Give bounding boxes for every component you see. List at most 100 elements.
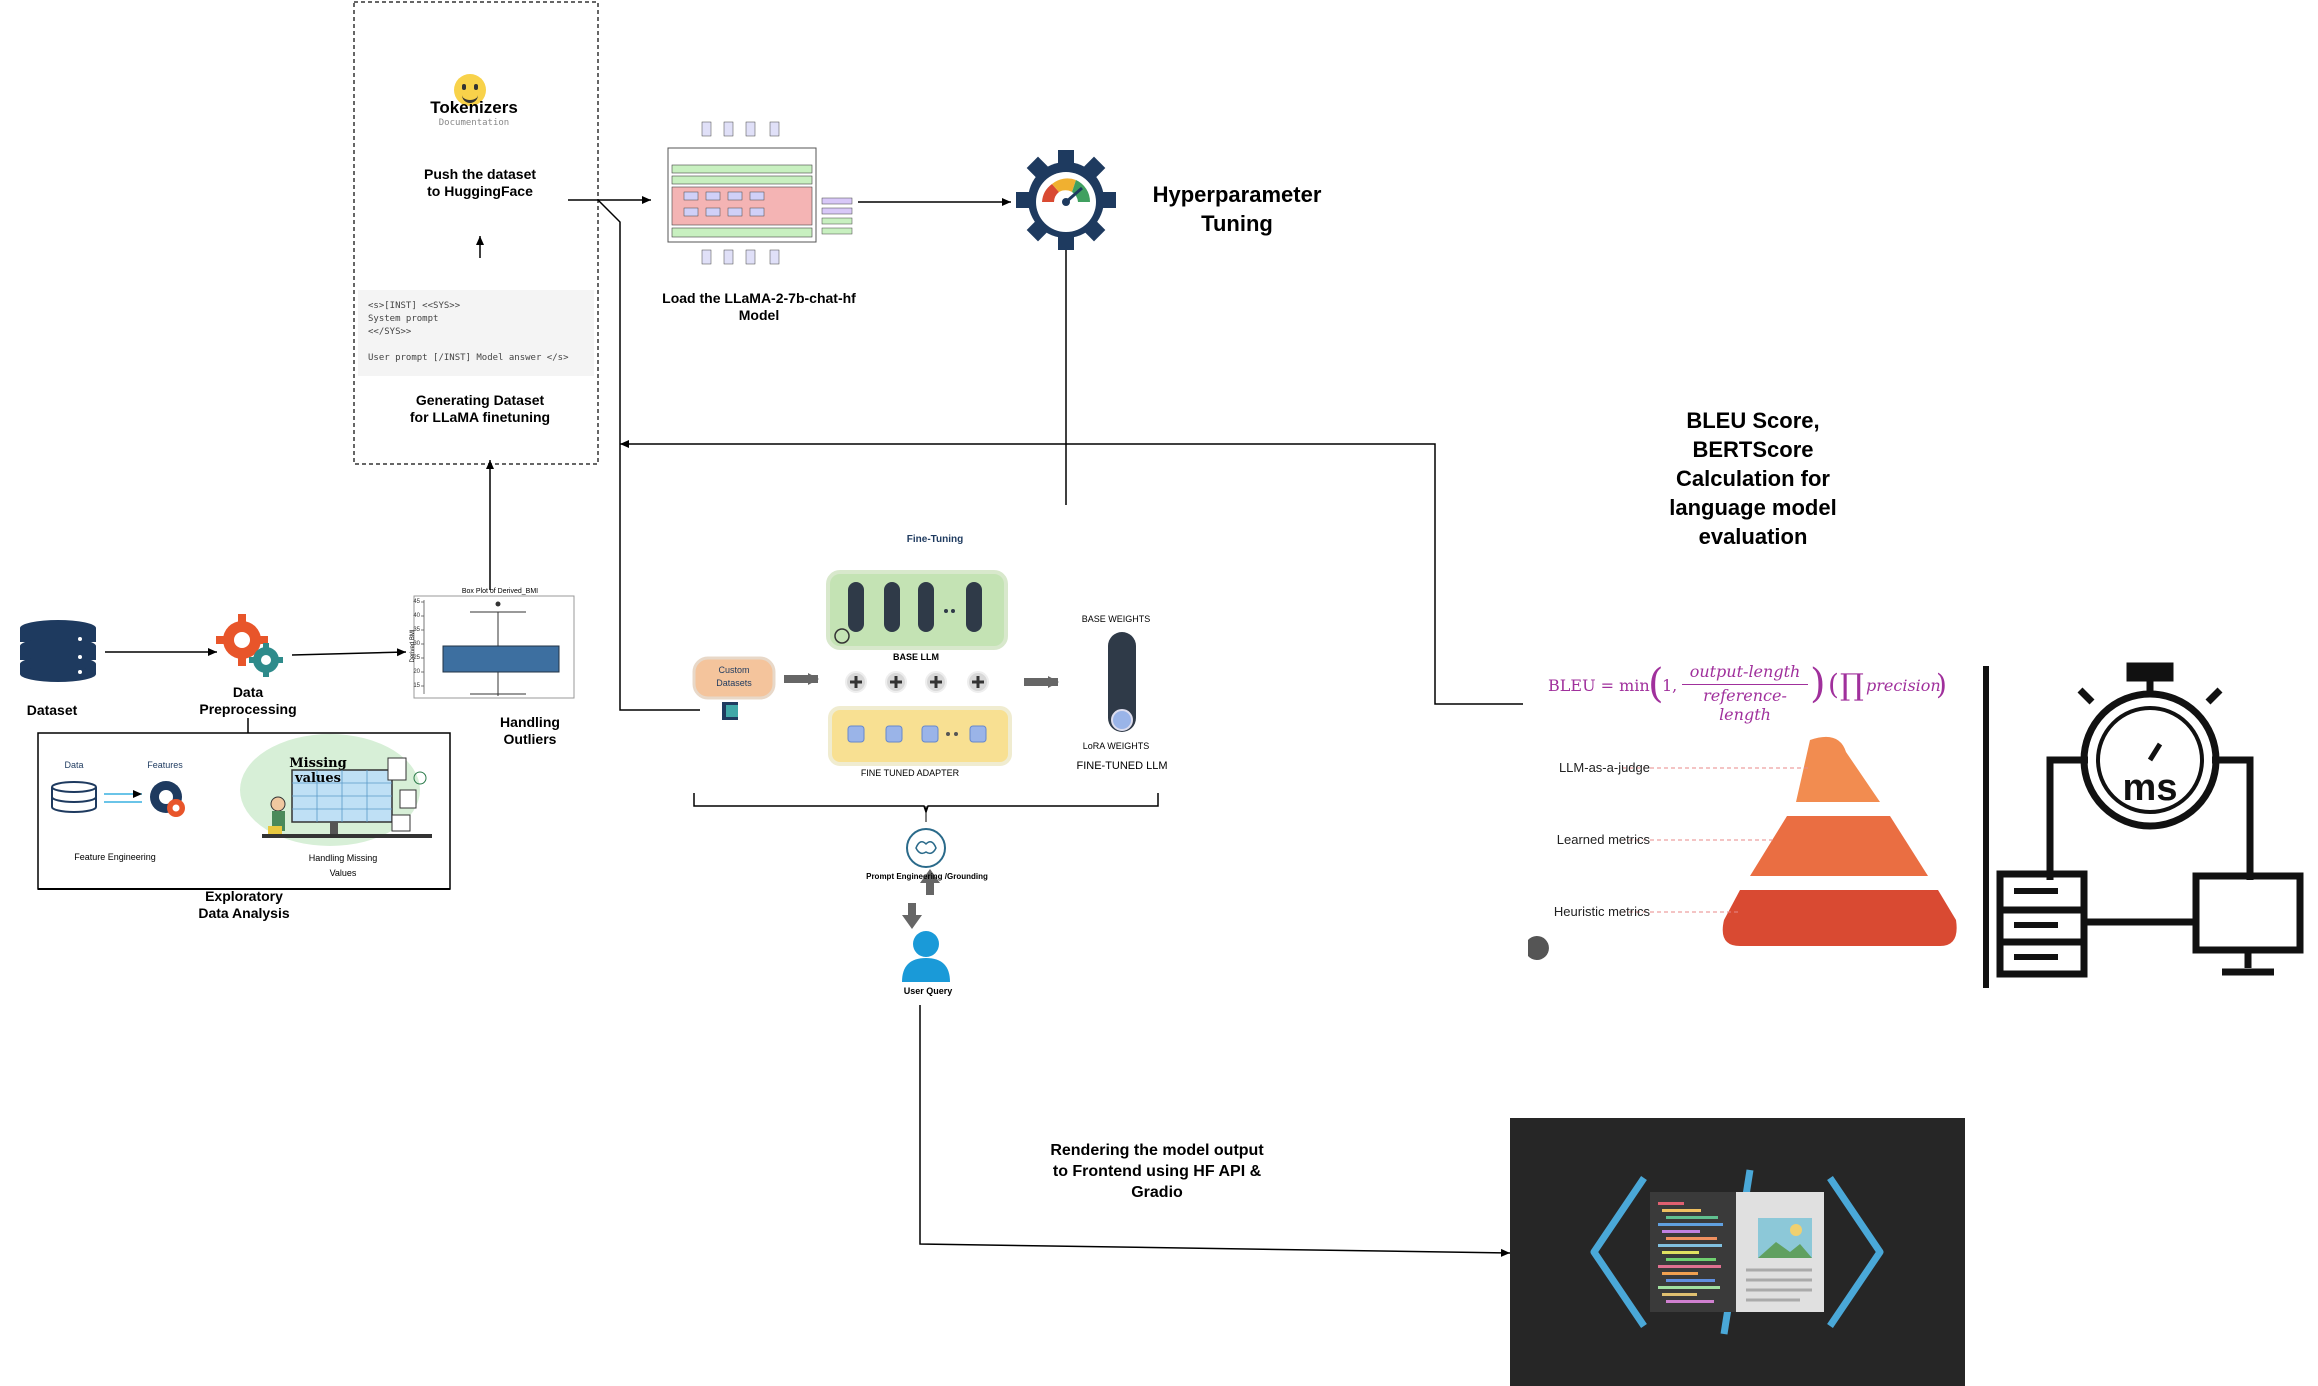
missing-values-illustration bbox=[240, 734, 432, 846]
fine-tuning-title: Fine-Tuning bbox=[906, 534, 964, 545]
boxplot-tick-label: 30 bbox=[413, 641, 420, 647]
boxplot-tick-label: 20 bbox=[413, 669, 420, 675]
boxplot-tick-label: 45 bbox=[413, 599, 420, 605]
handling-missing-label: Handling Missing Values bbox=[308, 853, 378, 878]
template-line: <</SYS>> bbox=[368, 327, 412, 337]
eda-title: Exploratory Data Analysis bbox=[198, 888, 290, 921]
lora-weights-label: LoRA WEIGHTS bbox=[1082, 741, 1150, 751]
code-line bbox=[1662, 1209, 1701, 1212]
arrow-preprocessing-to-outliers bbox=[291, 648, 407, 657]
template-line bbox=[368, 339, 594, 352]
feedback-loop-to-model bbox=[597, 199, 700, 711]
model-architecture-thumbnail bbox=[667, 121, 853, 265]
eda-features-label: Features bbox=[147, 760, 183, 770]
boxplot-box bbox=[442, 645, 560, 673]
push-dataset-label: Push the dataset to HuggingFace bbox=[423, 166, 537, 199]
pyramid-label: LLM-as-a-judge bbox=[1558, 760, 1650, 775]
code-line bbox=[1666, 1279, 1715, 1282]
generating-dataset-label: Generating Dataset for LLaMA finetuning bbox=[409, 392, 551, 425]
missing-values-title: Missing values bbox=[289, 756, 347, 786]
template-line: <s>[INST] <<SYS>> bbox=[368, 301, 461, 311]
boxplot-tick-label: 40 bbox=[413, 613, 420, 619]
template-line: User prompt [/INST] Model answer </s> bbox=[368, 353, 569, 363]
openai-logo-icon bbox=[834, 628, 850, 644]
boxplot-title: Box Plot of Derived_BMI bbox=[461, 588, 539, 595]
userquery-to-frontend bbox=[919, 1005, 1511, 1257]
plus-signs bbox=[845, 671, 989, 693]
pyramid-label: Learned metrics bbox=[1556, 832, 1650, 847]
code-line bbox=[1658, 1286, 1720, 1289]
code-lines bbox=[1658, 1202, 1723, 1303]
tokenizers-title: Tokenizers bbox=[430, 98, 518, 117]
database-icon bbox=[20, 620, 96, 682]
partial-circle-icon bbox=[1528, 936, 1549, 960]
fine-tuned-llm-label: FINE-TUNED LLM bbox=[1076, 760, 1168, 772]
user-query-label: User Query bbox=[903, 986, 953, 996]
base-llm-bars bbox=[848, 582, 982, 632]
metrics-pyramid bbox=[1622, 736, 1957, 946]
exchange-arrows-icon bbox=[902, 869, 940, 929]
formula-lhs: BLEU = min bbox=[1548, 676, 1650, 695]
code-line bbox=[1666, 1216, 1718, 1219]
adapter-box bbox=[828, 706, 1012, 766]
base-weights-label: BASE WEIGHTS bbox=[1081, 614, 1151, 624]
tokenizers-subtitle: Documentation bbox=[438, 118, 510, 128]
boxplot-tick-label: 35 bbox=[413, 627, 420, 633]
custom-datasets-label: Custom Datasets bbox=[716, 665, 752, 688]
bleu-formula: BLEU = min ( 1, output-length reference-… bbox=[1548, 661, 1947, 724]
boxplot-tick-label: 15 bbox=[413, 683, 420, 689]
adapter-squares bbox=[847, 725, 987, 743]
code-line bbox=[1666, 1258, 1716, 1261]
code-line bbox=[1666, 1300, 1714, 1303]
prompt-engineering-label: Prompt Engineering /Grounding bbox=[866, 872, 988, 881]
custom-datasets-box bbox=[692, 656, 776, 700]
feature-engineering-label: Feature Engineering bbox=[74, 852, 156, 862]
load-model-label: Load the LLaMA-2-7b-chat-hf Model bbox=[662, 290, 856, 323]
tokenizer-dashed-box bbox=[353, 1, 599, 465]
fine-tuned-llm-bar bbox=[1108, 632, 1136, 732]
latency-ms-text: ms bbox=[2123, 767, 2178, 809]
prompt-template-block: <s>[INST] <<SYS>> System prompt <</SYS>> Us… bbox=[358, 290, 594, 376]
huggingface-emoji-icon bbox=[454, 74, 486, 106]
eda-database-icon bbox=[51, 781, 97, 813]
pyramid-label: Heuristic metrics bbox=[1553, 904, 1650, 919]
plus-icon-glyph bbox=[930, 676, 942, 688]
boxplot-tick-label: 25 bbox=[413, 655, 420, 661]
gears-icon bbox=[216, 614, 283, 677]
fine-tuned-adapter-label: FINE TUNED ADAPTER bbox=[860, 768, 960, 778]
code-line bbox=[1658, 1202, 1684, 1205]
base-llm-label: BASE LLM bbox=[893, 652, 939, 662]
code-line bbox=[1658, 1265, 1721, 1268]
eda-data-label: Data bbox=[64, 760, 84, 770]
preprocessing-label: Data Preprocessing bbox=[199, 684, 297, 717]
formula-denominator: reference-length bbox=[1703, 686, 1787, 724]
plus-icon-glyph bbox=[972, 676, 984, 688]
dataset-label: Dataset bbox=[26, 702, 78, 718]
evaluation-title: BLEU Score, BERTScore Calculation for la… bbox=[1669, 408, 1837, 549]
code-line bbox=[1666, 1237, 1717, 1240]
latency-stopwatch-icon bbox=[1983, 662, 2304, 988]
server-led-dots bbox=[2014, 888, 2058, 960]
eda-gear-icon bbox=[150, 781, 185, 817]
handling-outliers-label: Handling Outliers bbox=[500, 714, 560, 747]
lora-circle bbox=[1111, 709, 1133, 731]
frontend-label: Rendering the model output to Frontend u… bbox=[1050, 1142, 1264, 1201]
code-line bbox=[1662, 1272, 1698, 1275]
books-icon bbox=[722, 702, 738, 720]
template-line: System prompt bbox=[368, 314, 439, 324]
formula-numerator: output-length bbox=[1689, 662, 1801, 681]
code-line bbox=[1662, 1230, 1700, 1233]
base-llm-box bbox=[826, 570, 1008, 650]
code-line bbox=[1662, 1251, 1699, 1254]
user-icon bbox=[902, 931, 950, 982]
brain-icon bbox=[906, 828, 946, 868]
speedometer-gear-icon bbox=[1016, 150, 1116, 250]
plus-icon-glyph bbox=[890, 676, 902, 688]
code-line bbox=[1658, 1244, 1722, 1247]
eval-feedback-loop bbox=[620, 440, 1523, 705]
plus-icon-glyph bbox=[850, 676, 862, 688]
hyperparameter-label: Hyperparameter Tuning bbox=[1152, 182, 1322, 236]
code-line bbox=[1662, 1293, 1697, 1296]
code-line bbox=[1658, 1223, 1723, 1226]
